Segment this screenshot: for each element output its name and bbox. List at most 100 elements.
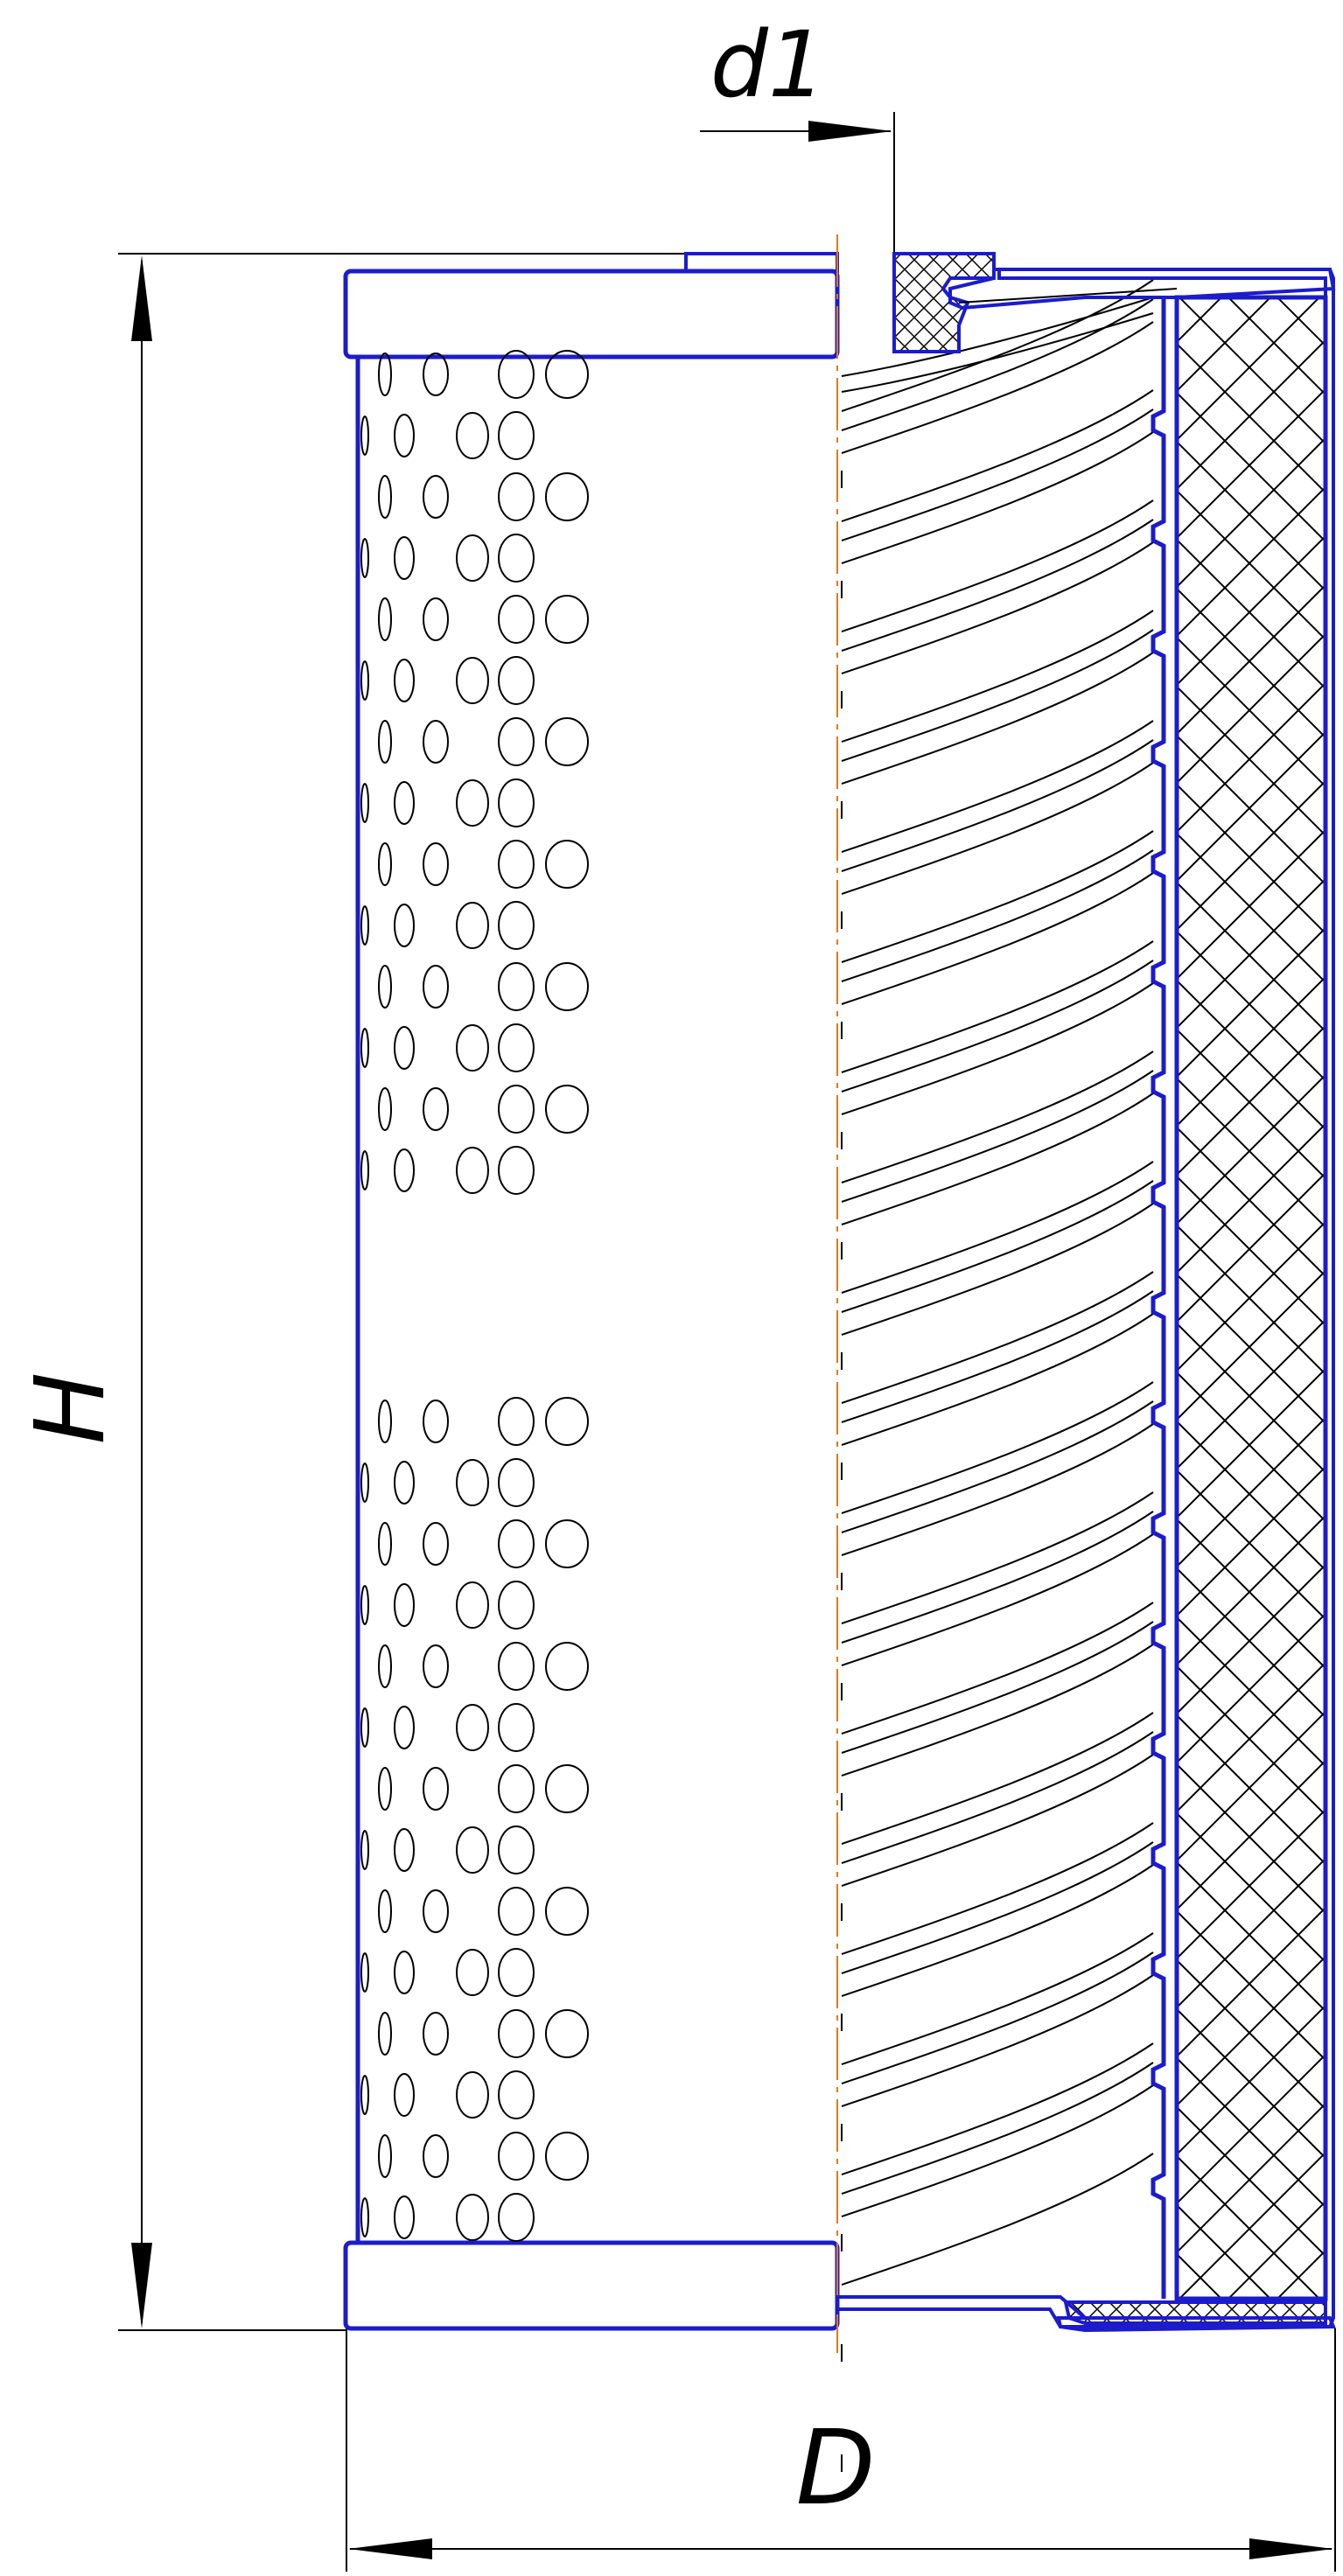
perforation-hole	[423, 1644, 449, 1688]
perforation-hole	[360, 1830, 369, 1870]
pleat-line	[841, 1203, 1154, 1336]
pleat-line	[841, 431, 1154, 564]
d1-label: d1	[710, 11, 826, 118]
pleat-line	[841, 1864, 1154, 1997]
perforation-hole	[394, 2073, 415, 2117]
pleat-line	[841, 1423, 1154, 1556]
perforation-hole	[360, 1585, 369, 1625]
perforation-hole	[378, 2134, 392, 2178]
pleat-line	[841, 1951, 1154, 2084]
pleat-line	[841, 1932, 1154, 2065]
perforation-hole	[394, 2196, 415, 2239]
perforation-hole	[378, 597, 392, 641]
perforation-hole	[378, 965, 392, 1009]
pleat-line	[841, 2062, 1154, 2195]
perforation-hole	[545, 717, 589, 766]
perforation-hole	[498, 962, 535, 1011]
perforation-hole	[378, 2012, 392, 2056]
top-section-cap	[948, 268, 1336, 311]
perforation-hole	[360, 538, 369, 578]
perforation-hole	[378, 1767, 392, 1811]
pleat-line	[841, 830, 1154, 963]
exterior-view	[343, 252, 840, 2331]
perforation-hole	[456, 1459, 489, 1506]
perforation-hole	[498, 840, 535, 889]
perforation-hole	[360, 1952, 369, 1993]
perforation-hole	[423, 1522, 449, 1566]
pleat-line	[841, 1974, 1154, 2107]
pleat-line	[841, 297, 1154, 377]
perforation-hole	[378, 720, 392, 764]
perforation-hole	[498, 778, 535, 827]
top-cap-inner	[958, 288, 1178, 304]
perforation-hole	[498, 1948, 535, 1997]
perforation-hole	[360, 415, 369, 456]
pleat-line	[841, 982, 1154, 1115]
perforation-hole	[423, 353, 449, 396]
bottom-section-cap	[836, 2295, 1336, 2333]
pleat-line	[841, 1093, 1154, 1225]
perforation-hole	[360, 660, 369, 701]
perforation-hole	[423, 1889, 449, 1933]
h-arrow-top	[131, 255, 152, 341]
pleat-line	[841, 1712, 1154, 1845]
pleat-line	[841, 298, 1154, 431]
perforation-hole	[423, 597, 449, 641]
perforation-hole	[423, 720, 449, 764]
perforation-hole	[498, 1826, 535, 1874]
perforation-hole	[498, 1581, 535, 1630]
pleat-line	[841, 2084, 1154, 2217]
d-label: D	[796, 2407, 876, 2528]
perforation-hole	[498, 717, 535, 766]
h-label: H	[14, 1372, 126, 1445]
d-arrow-right	[1249, 2538, 1333, 2559]
pleat-line	[841, 1381, 1154, 1514]
perforation-hole	[498, 472, 535, 521]
pleat-line	[841, 1602, 1154, 1735]
perforation-hole	[394, 1148, 415, 1192]
perforation-hole	[498, 1146, 535, 1195]
pleat-line	[841, 541, 1154, 674]
perforation-hole	[394, 536, 415, 580]
perforation-hole	[394, 1951, 415, 1994]
pleat-line	[841, 389, 1154, 522]
perforation-hole	[394, 1828, 415, 1872]
pleat-line	[841, 2153, 1154, 2286]
pleat-line	[841, 872, 1154, 1005]
perforation-hole	[498, 656, 535, 705]
perforation-hole	[498, 1642, 535, 1691]
perforation-hole	[378, 1644, 392, 1688]
perforation-hole	[394, 1461, 415, 1504]
perforation-hole	[378, 353, 392, 396]
perforation-hole	[545, 1397, 589, 1446]
perforation-hole	[394, 659, 415, 702]
perforation-hole	[545, 840, 589, 889]
perforation-hole	[456, 779, 489, 827]
perforation-hole	[498, 1764, 535, 1813]
perforation-hole	[456, 1024, 489, 1072]
pleat-line	[841, 762, 1154, 895]
pleat-line	[841, 1822, 1154, 1955]
pleat-line	[841, 940, 1154, 1073]
pleat-line	[841, 519, 1154, 652]
dimension-h: H	[14, 253, 836, 2331]
perforation-hole	[394, 1583, 415, 1627]
pleat-line	[841, 960, 1154, 1093]
perforation-hole	[394, 904, 415, 947]
perforation-hole	[545, 350, 589, 399]
perforation-hole	[456, 1949, 489, 1996]
pleat-line	[841, 1400, 1154, 1533]
perforation-hole	[360, 1707, 369, 1748]
pleat-line	[841, 1754, 1154, 1887]
perforation-hole	[360, 1028, 369, 1068]
pleat-line	[841, 1644, 1154, 1777]
perforation-hole	[360, 1150, 369, 1190]
pleated-element	[841, 279, 1154, 2472]
perforation-hole	[378, 1522, 392, 1566]
perforation-hole	[498, 1887, 535, 1936]
pleat-line	[841, 849, 1154, 982]
perforation-hole	[423, 2012, 449, 2056]
bottom-end-cap	[343, 2240, 840, 2331]
perforation-hole	[545, 1519, 589, 1568]
pleat-line	[841, 408, 1154, 541]
